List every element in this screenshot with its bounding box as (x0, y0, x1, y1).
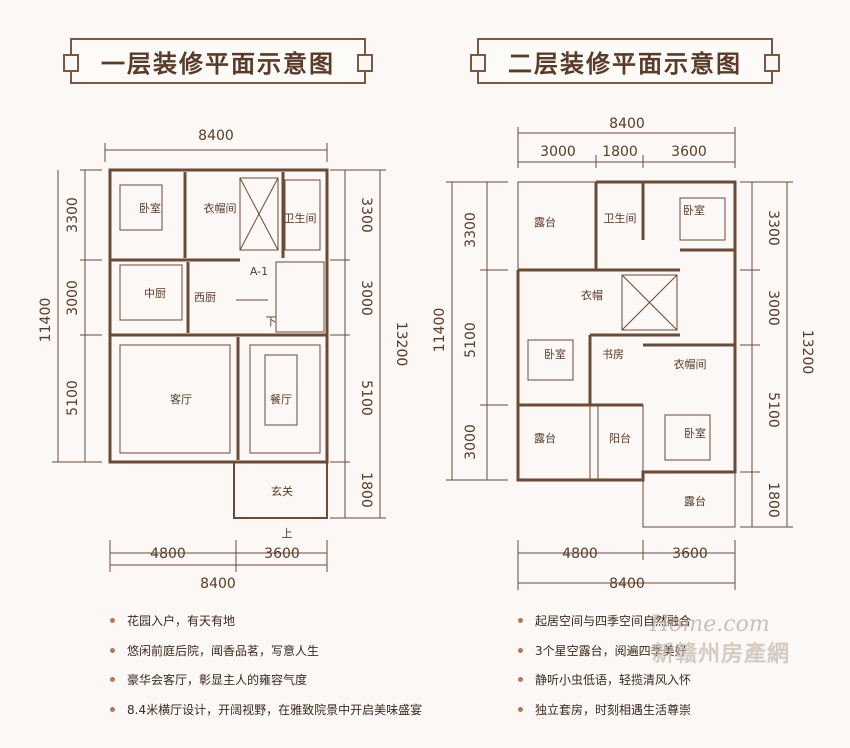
feature-item: 8.4米横厅设计，开阔视野，在雅致院景中开启美味盛宴 (110, 695, 422, 725)
f2-room-cloak-small: 衣帽 (581, 288, 603, 302)
f2-dim-left-total: 11400 (432, 308, 448, 353)
bullet-icon (518, 647, 523, 653)
floor1-dimension-lines (52, 143, 386, 572)
watermark-name: 新赣州房產網 (652, 642, 791, 667)
f1-stair-tag: A-1 (250, 265, 268, 278)
feature-item: 悠闲前庭后院，闻香品茗，写意人生 (110, 636, 422, 666)
f2-dim-top-1: 3000 (540, 144, 576, 160)
bullet-icon (110, 706, 115, 712)
f2-dim-right-1: 3300 (765, 210, 781, 246)
floor1-title-banner: 一层装修平面示意图 (63, 38, 373, 84)
f1-dim-left-2: 3000 (65, 280, 81, 316)
f2-dim-top-2: 1800 (602, 144, 638, 160)
bullet-icon (518, 706, 523, 712)
bullet-icon (110, 677, 115, 683)
f1-dim-right-1: 3300 (358, 197, 374, 233)
floor2-dimension-lines (446, 127, 793, 590)
f1-dim-left-3: 5100 (65, 380, 81, 416)
feature-item: 独立套房，时刻相遇生活尊崇 (518, 695, 691, 725)
floor2-labels: 8400 3000 1800 3600 4800 3600 8400 3300 … (432, 116, 815, 592)
f2-dim-left-3: 3000 (463, 424, 479, 460)
watermark-script: Home.com (650, 612, 770, 637)
f1-dim-top: 8400 (198, 128, 234, 144)
f1-room-bathroom: 卫生间 (284, 211, 317, 225)
f2-room-terrace-top: 露台 (534, 215, 556, 229)
f2-room-study: 书房 (602, 348, 624, 361)
f1-dim-bottom-left: 4800 (150, 546, 186, 562)
feature-item: 3个星空露台，阅遍四季美好 (518, 636, 691, 666)
f2-dim-bottom-total: 8400 (609, 576, 645, 592)
floor1-feature-list: 花园入户，有天有地 悠闲前庭后院，闻香品茗，写意人生 豪华会客厅，彰显主人的雍容… (110, 606, 422, 724)
f2-dim-right-2: 3000 (765, 290, 781, 326)
f1-stair-down: 下 (266, 315, 277, 328)
f2-room-bedroom-tr: 卧室 (683, 203, 705, 217)
f1-dim-left-total: 11400 (38, 298, 54, 343)
feature-item: 起居空间与四季空间自然融合 (518, 606, 691, 636)
floor1-furniture (119, 177, 325, 454)
f1-dim-right-3: 5100 (358, 380, 374, 416)
f1-room-living: 客厅 (170, 392, 192, 406)
f1-dim-right-2: 3000 (358, 280, 374, 316)
f2-room-terrace-br: 露台 (684, 494, 706, 508)
floor1-walls (108, 168, 329, 519)
f1-dim-bottom-total: 8400 (200, 576, 236, 592)
floor2-feature-list: 起居空间与四季空间自然融合 3个星空露台，阅遍四季美好 静听小虫低语，轻揽清风入… (518, 606, 691, 724)
f1-room-kitchen: 中厨 (144, 287, 166, 300)
f2-dim-right-total: 13200 (799, 330, 815, 375)
bullet-icon (110, 647, 115, 653)
f1-room-entrance: 玄关 (271, 484, 293, 498)
f1-room-cloakroom: 衣帽间 (204, 201, 237, 215)
f2-dim-top-total: 8400 (609, 116, 645, 132)
f2-room-cloakroom: 衣帽间 (674, 357, 707, 371)
f2-dim-bottom-right: 3600 (672, 546, 708, 562)
bullet-icon (518, 618, 523, 624)
f1-dim-left-1: 3300 (65, 197, 81, 233)
f2-room-bedroom-br: 卧室 (684, 426, 706, 440)
floor1-title: 一层装修平面示意图 (101, 48, 335, 78)
f1-room-bedroom: 卧室 (139, 201, 161, 215)
f2-room-bedroom-left: 卧室 (544, 347, 566, 361)
feature-item: 静听小虫低语，轻揽清风入怀 (518, 665, 691, 695)
floor1-labels: 8400 4800 3600 8400 11400 3300 3000 5100… (38, 128, 409, 592)
f1-dim-right-4: 1800 (358, 472, 374, 508)
f2-dim-left-1: 3300 (463, 212, 479, 248)
bullet-icon (110, 618, 115, 624)
floor2-terraces (517, 181, 736, 528)
f1-entry-up: 上 (282, 527, 293, 540)
f2-dim-bottom-left: 4800 (562, 546, 598, 562)
floor2-title-banner: 二层装修平面示意图 (470, 38, 780, 84)
f2-room-balcony: 阳台 (609, 431, 631, 445)
feature-item: 豪华会客厅，彰显主人的雍容气度 (110, 665, 422, 695)
floor-plans: 8400 4800 3600 8400 11400 3300 3000 5100… (38, 116, 815, 592)
f2-room-bathroom: 卫生间 (604, 211, 637, 225)
f2-dim-left-2: 5100 (463, 322, 479, 358)
f1-dim-right-total: 13200 (393, 322, 409, 367)
f2-dim-top-3: 3600 (671, 144, 707, 160)
f1-dim-bottom-right: 3600 (264, 546, 300, 562)
f2-room-terrace-bl: 露台 (534, 431, 556, 445)
feature-item: 花园入户，有天有地 (110, 606, 422, 636)
f2-dim-right-3: 5100 (765, 392, 781, 428)
bullet-icon (518, 677, 523, 683)
f1-room-western-kitchen: 西厨 (194, 291, 216, 304)
f2-dim-right-4: 1800 (765, 482, 781, 518)
floor2-title: 二层装修平面示意图 (508, 48, 742, 78)
f1-room-dining: 餐厅 (270, 392, 292, 406)
